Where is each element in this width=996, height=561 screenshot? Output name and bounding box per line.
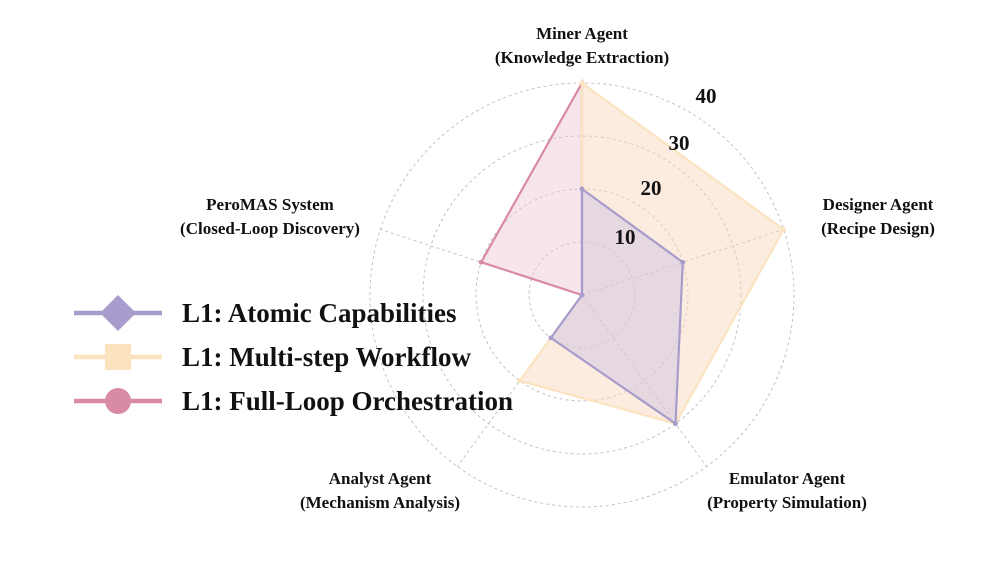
series-area (481, 83, 582, 295)
series-line (549, 186, 684, 426)
tick-label: 10 (615, 225, 636, 249)
legend-marker-circle (105, 388, 131, 414)
tick-label: 20 (641, 176, 662, 200)
axis-label: Designer Agent (823, 195, 934, 214)
data-point (579, 292, 585, 298)
axis-label: PeroMAS System (206, 195, 334, 214)
grid-spoke (380, 229, 583, 296)
series-area (519, 83, 784, 424)
data-point (673, 421, 678, 427)
legend-marker-diamond (100, 295, 136, 331)
data-point (579, 80, 585, 86)
legend-label: L1: Atomic Capabilities (182, 298, 457, 328)
series-area (550, 189, 683, 424)
axis-label: (Mechanism Analysis) (300, 493, 460, 512)
legend-label: L1: Full-Loop Orchestration (182, 386, 513, 416)
grid-spoke (581, 294, 707, 467)
axis-label: Emulator Agent (729, 469, 846, 488)
axis-labels: Miner Agent (Knowledge Extraction) Designe… (180, 24, 935, 512)
grid-spoke (581, 229, 784, 296)
data-point (478, 259, 484, 265)
grid-ring (528, 241, 636, 349)
grid-spoke (457, 294, 583, 467)
tick-label: 30 (669, 131, 690, 155)
axis-label: (Knowledge Extraction) (495, 48, 669, 67)
tick-label: 40 (696, 84, 717, 108)
radar-series (478, 78, 787, 427)
axis-label: (Property Simulation) (707, 493, 867, 512)
axis-label: Analyst Agent (329, 469, 432, 488)
legend-label: L1: Multi-step Workflow (182, 342, 471, 372)
data-point (548, 335, 554, 341)
grid-ring (422, 135, 742, 455)
legend-marker-square (105, 344, 131, 370)
axis-label: (Recipe Design) (821, 219, 935, 238)
axis-label: Miner Agent (536, 24, 628, 43)
data-point (579, 186, 585, 192)
data-point (781, 227, 787, 232)
axis-label: (Closed-Loop Discovery) (180, 219, 360, 238)
data-point (680, 259, 686, 265)
data-point (517, 378, 523, 384)
